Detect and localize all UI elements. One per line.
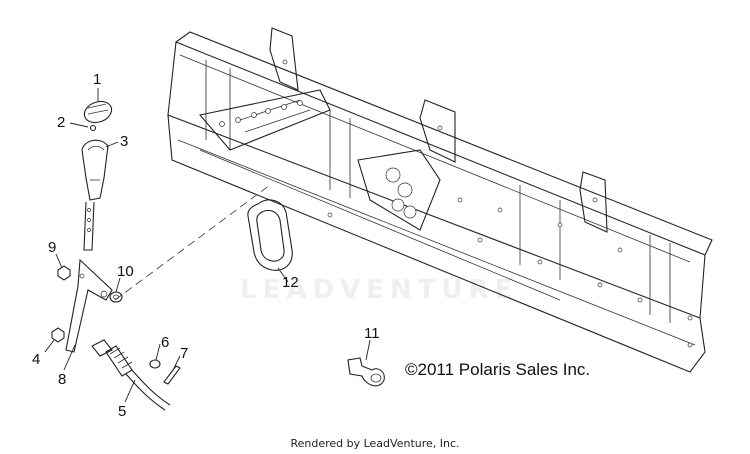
screw-part-2 (89, 124, 97, 132)
shift-cable-part-5 (91, 339, 171, 411)
callout-labels: 1 2 3 4 5 6 7 8 9 10 11 12 (32, 71, 380, 420)
shift-lever-rod (83, 201, 95, 251)
callout-10: 10 (117, 263, 134, 280)
footer-credit: Rendered by LeadVenture, Inc. (290, 437, 460, 450)
shift-knob-part-3 (81, 139, 109, 201)
copyright-notice: ©2011 Polaris Sales Inc. (405, 360, 591, 379)
callout-2: 2 (57, 114, 65, 131)
clip-part-7 (163, 365, 181, 385)
shift-boot-part-12 (247, 199, 293, 271)
callout-6: 6 (161, 334, 169, 351)
nut-part-4 (51, 327, 65, 343)
callout-9: 9 (48, 239, 56, 256)
shift-knob-cap-part-1 (83, 100, 113, 124)
bushing-part-10 (109, 291, 123, 303)
callout-12: 12 (282, 274, 299, 291)
leader-lines (44, 88, 371, 403)
lever-arm-part-8 (65, 258, 113, 353)
assembly-dashed-line (114, 184, 271, 301)
callout-7: 7 (180, 345, 188, 362)
callout-5: 5 (118, 403, 126, 420)
callout-8: 8 (58, 371, 66, 388)
washer-part-6 (149, 359, 161, 369)
callout-1: 1 (93, 71, 101, 88)
callout-3: 3 (120, 133, 128, 150)
callout-4: 4 (32, 351, 40, 368)
frame-crossmember (167, 27, 713, 373)
watermark: LEADVENTURE (240, 275, 519, 305)
callout-11: 11 (364, 325, 380, 342)
cable-clamp-part-11 (347, 357, 385, 387)
nut-part-9 (57, 265, 71, 281)
